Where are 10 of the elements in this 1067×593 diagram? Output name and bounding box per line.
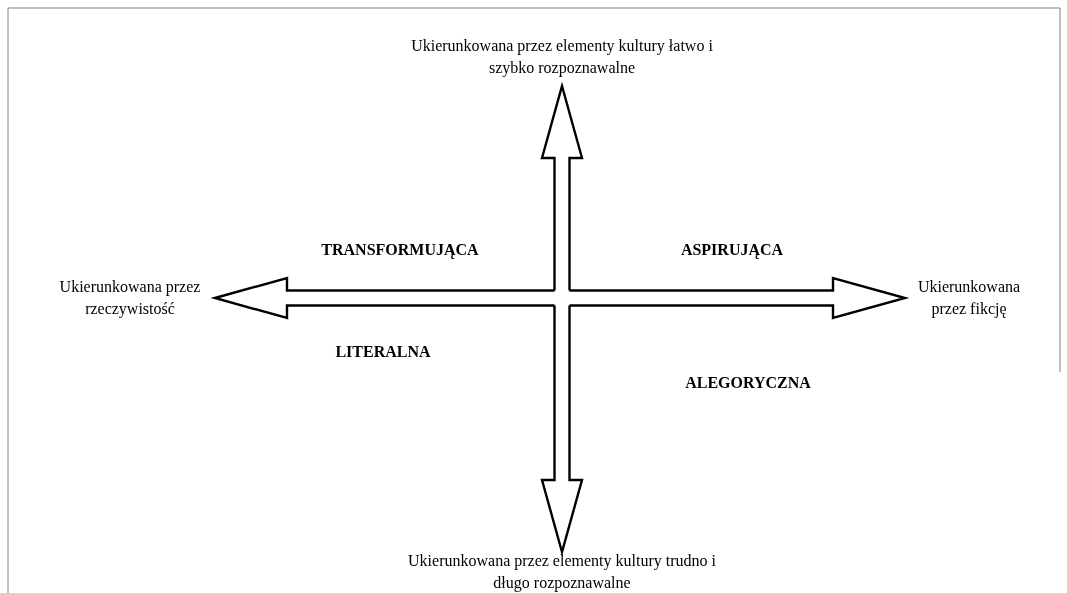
- hollow-arrow: [210, 276, 910, 320]
- axis-label: Ukierunkowana przez fikcję: [916, 277, 1022, 320]
- axis-label: Ukierunkowana przez elementy kultury trudno i długo rozpoznawalne: [407, 551, 717, 593]
- quadrant-label: ASPIRUJĄCA: [680, 240, 784, 261]
- quadrant-label: ALEGORYCZNA: [685, 373, 811, 393]
- quadrant-label: LITERALNA: [335, 342, 431, 362]
- hollow-arrow: [540, 81, 584, 557]
- axis-label: Ukierunkowana przez rzeczywistość: [58, 277, 202, 320]
- axis-label: Ukierunkowana przez elementy kultury łatwo i szybko rozpoznawalne: [410, 36, 714, 79]
- quadrant-label: TRANSFORMUJĄCA: [321, 240, 479, 261]
